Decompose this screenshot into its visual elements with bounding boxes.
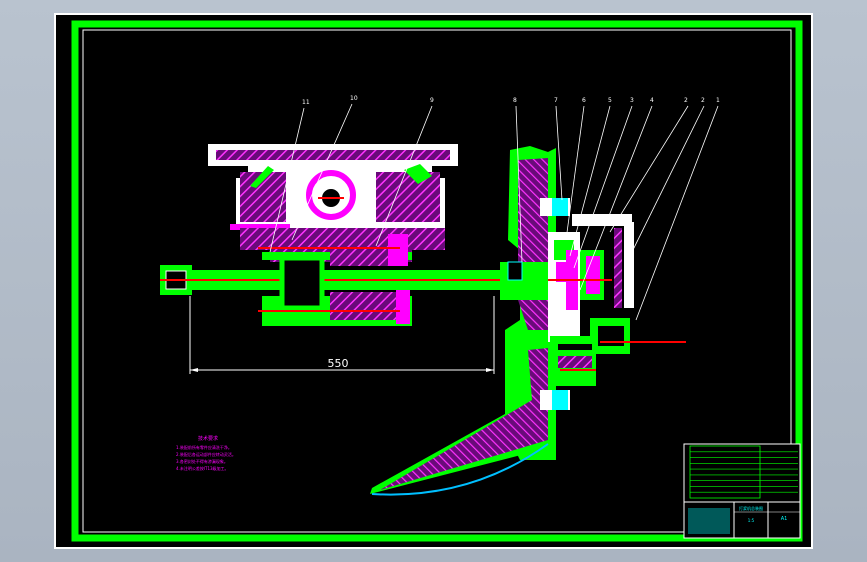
part-number: 2 — [684, 97, 688, 104]
dimension-label: 550 — [328, 357, 349, 370]
drawing-frame — [71, 20, 803, 542]
part-number: 8 — [513, 97, 517, 104]
part-number: 2 — [701, 97, 705, 104]
part-number: 10 — [350, 95, 358, 102]
part-number: 9 — [430, 97, 434, 104]
note-line: 2.装配后各运动部件应转动灵活。 — [176, 451, 236, 457]
bearing-housing — [208, 144, 458, 230]
part-number-labels: 11 10 9 8 7 6 5 3 4 2 2 1 — [302, 95, 720, 106]
title-block: 打浆机总装图 1:5 A1 — [683, 443, 801, 539]
leader-lines — [269, 103, 719, 321]
part-number: 4 — [650, 97, 654, 104]
dimension-550: 550 — [189, 296, 495, 374]
technical-notes: 技术要求 1.装配前所有零件应清洗干净。 2.装配后各运动部件应转动灵活。 3.… — [176, 435, 236, 471]
part-number: 7 — [554, 97, 558, 104]
part-number: 6 — [582, 97, 586, 104]
part-number: 11 — [302, 99, 310, 106]
part-number: 3 — [630, 97, 634, 104]
note-line: 3.各密封处不得有渗漏现象。 — [176, 458, 228, 464]
note-line: 4.未注明公差按IT13级加工。 — [176, 465, 229, 471]
part-number: 1 — [716, 97, 720, 104]
notes-heading: 技术要求 — [198, 435, 218, 442]
inner-frame — [82, 29, 792, 533]
sheet-size: A1 — [781, 516, 788, 522]
drawing-name: 打浆机总装图 — [739, 505, 763, 511]
part-number: 5 — [608, 97, 612, 104]
main-shaft — [160, 234, 560, 326]
note-line: 1.装配前所有零件应清洗干净。 — [176, 444, 232, 450]
drawing-scale: 1:5 — [748, 518, 755, 523]
impeller-casing — [370, 146, 686, 496]
